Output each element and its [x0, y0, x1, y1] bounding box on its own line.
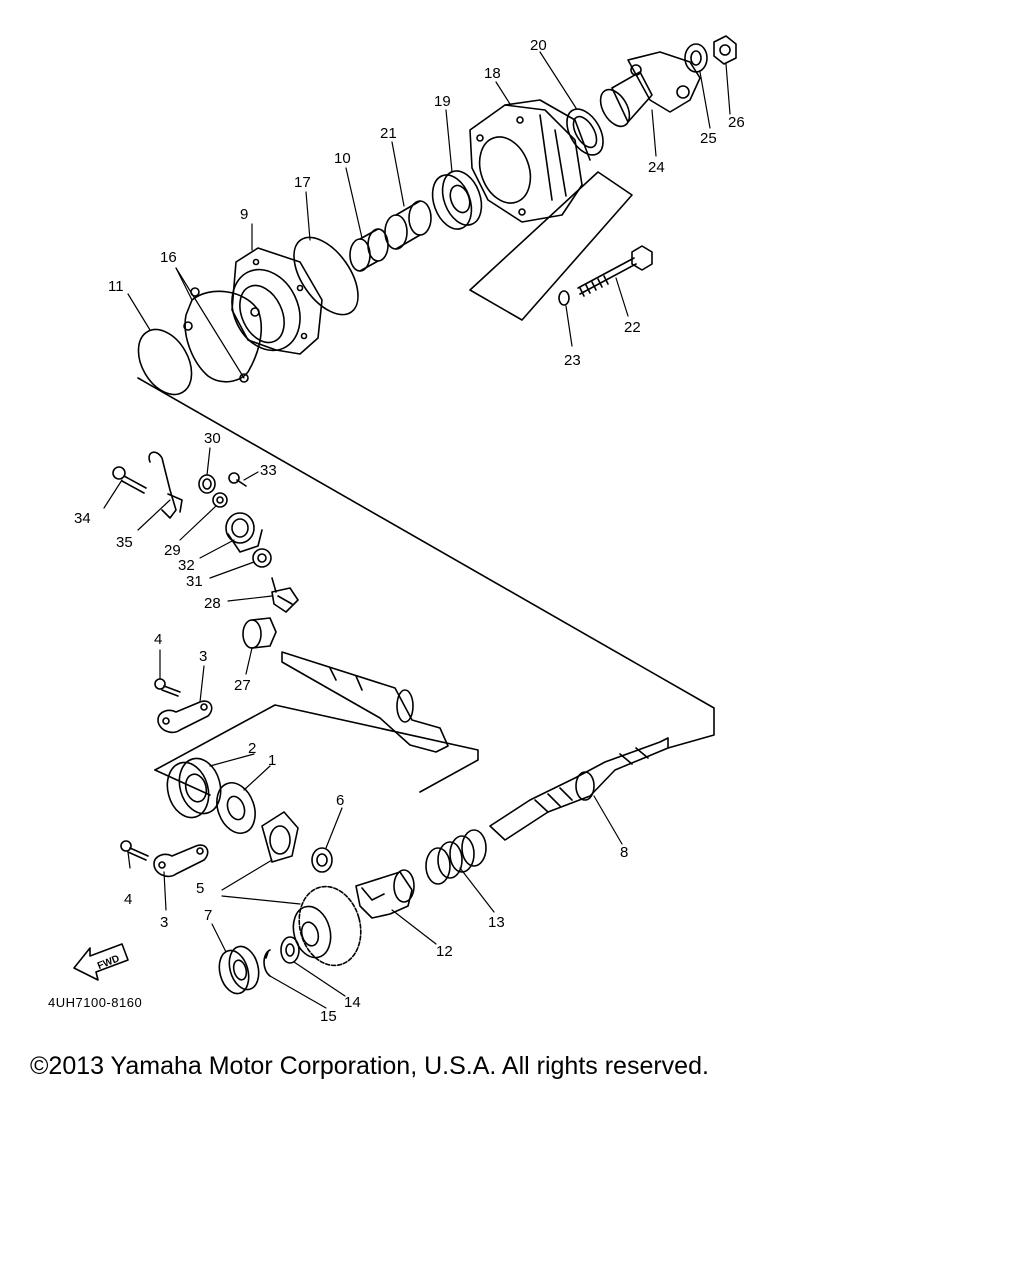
part-4-bolt-upper[interactable]: [155, 679, 180, 696]
callout-23: 23: [564, 352, 581, 369]
part-20-oil-seal[interactable]: [560, 103, 611, 161]
callout-3b: 3: [160, 914, 168, 931]
leader-lines: [104, 52, 730, 1008]
part-1-shim[interactable]: [210, 777, 262, 838]
callout-26: 26: [728, 114, 745, 131]
part-18-housing[interactable]: [470, 100, 590, 222]
part-13-spring[interactable]: [426, 830, 486, 884]
part-10-collar[interactable]: [350, 229, 388, 271]
assembly-boundary-lines: [138, 172, 714, 795]
callout-1: 1: [268, 752, 276, 769]
callout-24: 24: [648, 159, 665, 176]
callout-22: 22: [624, 319, 641, 336]
part-4-bolt-lower[interactable]: [121, 841, 148, 860]
callout-20: 20: [530, 37, 547, 54]
part-3-lock-plate-upper[interactable]: [158, 701, 212, 732]
part-34-bolt[interactable]: [113, 467, 146, 493]
callout-18: 18: [484, 65, 501, 82]
part-19-bearing[interactable]: [426, 166, 489, 235]
part-5-ring-gear[interactable]: [288, 880, 369, 973]
callout-33: 33: [260, 462, 277, 479]
callout-31: 31: [186, 573, 203, 590]
callout-27: 27: [234, 677, 251, 694]
part-15-circlip[interactable]: [264, 950, 270, 976]
callout-7: 7: [204, 907, 212, 924]
callout-11: 11: [108, 278, 124, 295]
part-17-o-ring[interactable]: [281, 226, 371, 326]
callout-8: 8: [620, 844, 628, 861]
callout-30: 30: [204, 430, 221, 447]
callout-17: 17: [294, 174, 311, 191]
callout-2: 2: [248, 740, 256, 757]
callout-4a: 4: [154, 631, 162, 648]
part-3-lock-plate-lower[interactable]: [154, 845, 208, 876]
part-31-washer[interactable]: [253, 549, 271, 567]
callout-6: 6: [336, 792, 344, 809]
part-12-clutch-dog[interactable]: [356, 870, 414, 918]
part-33-screw[interactable]: [229, 473, 246, 486]
copyright-notice: ©2013 Yamaha Motor Corporation, U.S.A. A…: [30, 1052, 709, 1080]
callout-13: 13: [488, 914, 505, 931]
part-6-nut[interactable]: [312, 848, 332, 872]
part-28-drive-gear[interactable]: [272, 578, 298, 612]
callout-21: 21: [380, 125, 397, 142]
callout-numbers: 1 2 3 3 4 4 5 6 7 8 9 10 11 12 13 14 15 …: [74, 37, 745, 1025]
part-35-spring-clip[interactable]: [149, 452, 182, 518]
part-16-gasket[interactable]: [184, 288, 261, 382]
callout-35: 35: [116, 534, 133, 551]
callout-29: 29: [164, 542, 181, 559]
callout-32: 32: [178, 557, 195, 574]
part-30-oil-seal[interactable]: [199, 475, 215, 493]
part-11-o-ring[interactable]: [128, 320, 203, 404]
part-21-bushing[interactable]: [385, 201, 431, 249]
part-29-washer[interactable]: [213, 493, 227, 507]
fwd-arrow-icon: [74, 944, 128, 980]
callout-34: 34: [74, 510, 91, 527]
part-8-drive-shaft[interactable]: [490, 738, 668, 840]
part-27-gear[interactable]: [243, 618, 276, 648]
callout-3a: 3: [199, 648, 207, 665]
part-7-bearing[interactable]: [215, 943, 263, 997]
callout-12: 12: [436, 943, 453, 960]
callout-15: 15: [320, 1008, 337, 1025]
part-25-washer[interactable]: [685, 44, 707, 72]
callout-4b: 4: [124, 891, 132, 908]
callout-16: 16: [160, 249, 177, 266]
callout-9: 9: [240, 206, 248, 223]
shaft-upper[interactable]: [282, 652, 448, 752]
callout-25: 25: [700, 130, 717, 147]
part-22-bolt[interactable]: [578, 246, 652, 296]
part-9-housing-cover[interactable]: [219, 248, 322, 362]
part-26-nut[interactable]: [714, 36, 736, 64]
callout-5: 5: [196, 880, 204, 897]
part-23-washer[interactable]: [559, 291, 569, 305]
part-2-bearing[interactable]: [161, 754, 226, 822]
callout-19: 19: [434, 93, 451, 110]
part-14-washer[interactable]: [281, 937, 299, 963]
callout-14: 14: [344, 994, 361, 1011]
part-24-yoke[interactable]: [595, 52, 700, 131]
callout-28: 28: [204, 595, 221, 612]
diagram-code: 4UH7100-8160: [48, 995, 142, 1010]
parts-exploded-diagram: 1 2 3 3 4 4 5 6 7 8 9 10 11 12 13 14 15 …: [48, 0, 745, 1025]
part-5-pinion-gear[interactable]: [262, 812, 298, 862]
callout-10: 10: [334, 150, 351, 167]
part-32-speedometer-housing[interactable]: [226, 513, 262, 552]
